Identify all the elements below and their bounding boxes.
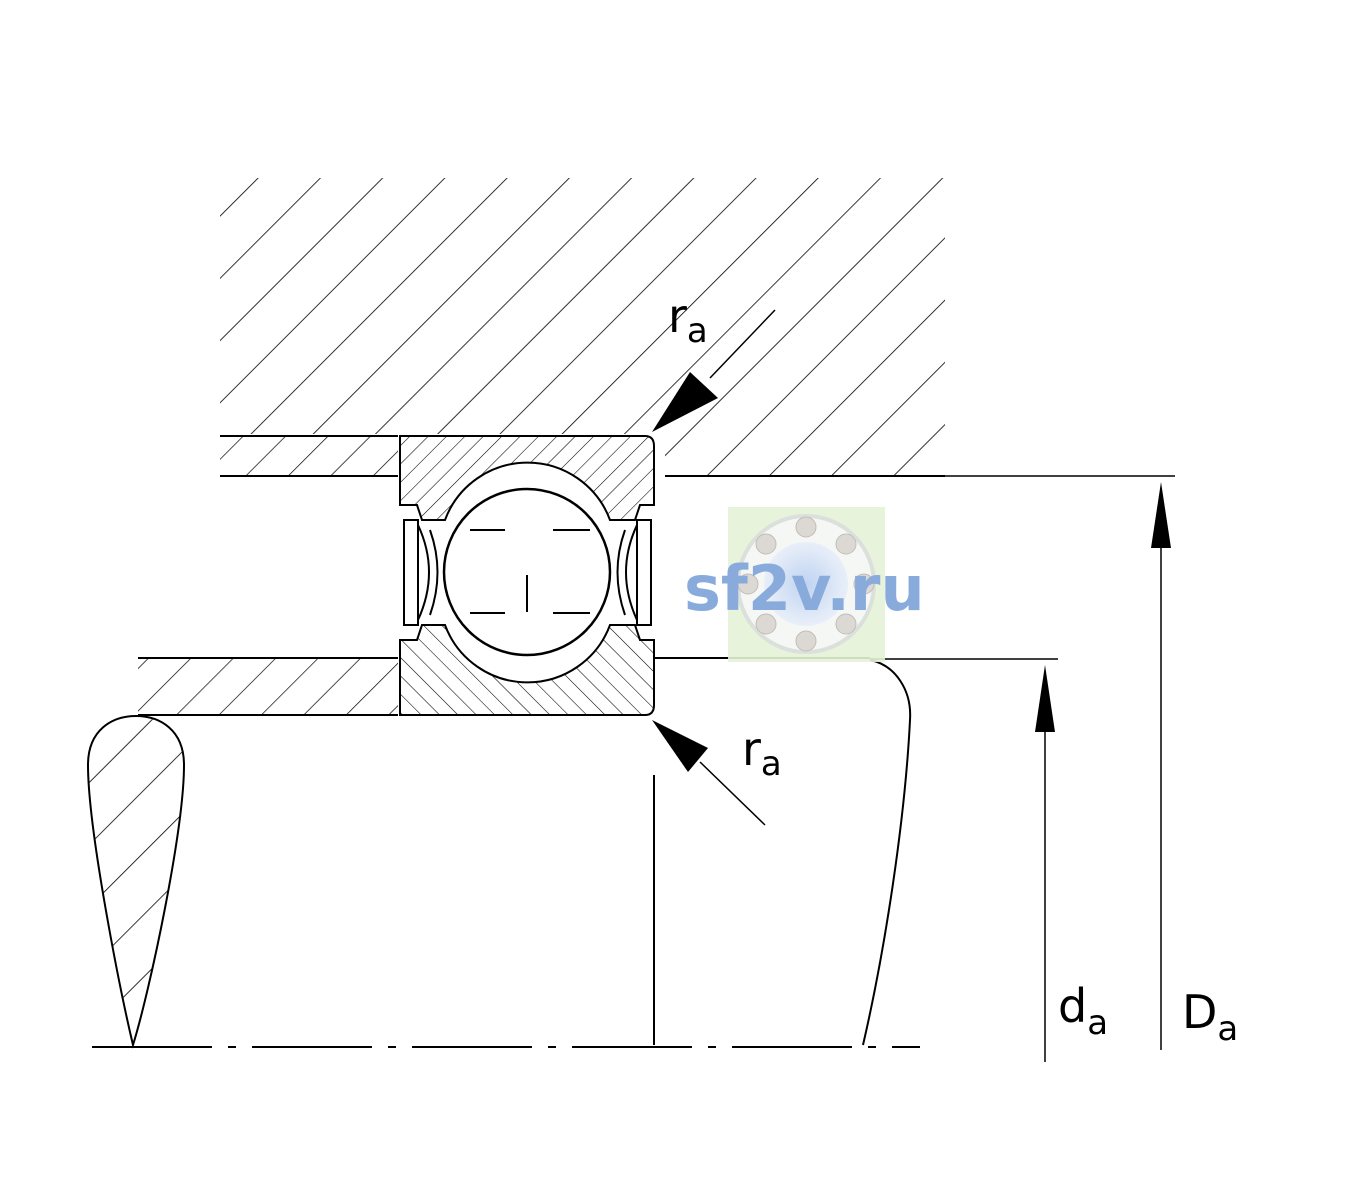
watermark-center bbox=[764, 542, 848, 626]
ra-bottom-leader bbox=[652, 720, 766, 826]
ball-center-marks bbox=[470, 529, 590, 614]
shaft-shoulder bbox=[138, 658, 398, 715]
watermark: sf2v.ru bbox=[684, 507, 925, 662]
watermark-balls bbox=[737, 516, 875, 652]
seal-right bbox=[616, 519, 652, 626]
bearing-ball bbox=[442, 487, 612, 657]
seal-left bbox=[403, 519, 439, 626]
Da-label: Da bbox=[1182, 985, 1238, 1049]
housing-section bbox=[220, 178, 945, 476]
shaft-right-contour bbox=[862, 659, 912, 1046]
bearing-outer-ring bbox=[399, 435, 655, 521]
shaft-section-outline bbox=[86, 714, 186, 1049]
ra-top-label: ra bbox=[668, 289, 708, 351]
housing-shoulder bbox=[220, 436, 398, 476]
da-dimension-line bbox=[1035, 665, 1055, 1062]
da-label: da bbox=[1058, 979, 1108, 1043]
Da-dimension-line bbox=[1151, 482, 1171, 1050]
watermark-text: sf2v.ru bbox=[684, 552, 925, 625]
ra-bottom-label: ra bbox=[742, 722, 782, 784]
ra-top-leader bbox=[652, 309, 776, 432]
bearing-inner-ring bbox=[399, 624, 655, 716]
